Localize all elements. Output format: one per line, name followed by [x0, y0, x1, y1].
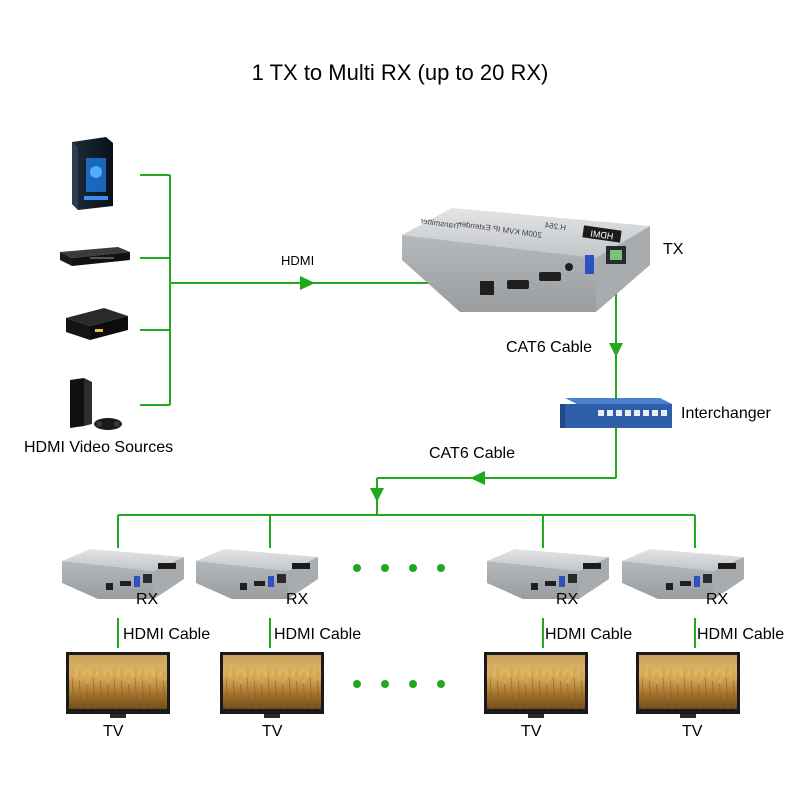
dvd-player-icon [60, 247, 130, 266]
tv-label: TV [682, 723, 703, 740]
tv-icon [220, 652, 324, 718]
hdmi-cable-lines [117, 618, 696, 648]
pc-tower-icon [72, 137, 113, 210]
rx-label: RX [706, 591, 729, 608]
cat6-bottom-arrow-icon [470, 471, 485, 485]
tv-icon [484, 652, 588, 718]
ellipsis-dots-tv [353, 680, 445, 688]
hdmi-label: HDMI [281, 253, 315, 268]
page-title: 1 TX to Multi RX (up to 20 RX) [251, 60, 549, 85]
interchanger-label: Interchanger [681, 405, 771, 422]
transmitter-device: HDMI H.264 200M KVM IP Extender Transmit… [402, 208, 650, 312]
video-sources-label: HDMI Video Sources [24, 439, 174, 456]
hdmi-arrow-icon [300, 276, 315, 290]
tv-label: TV [521, 723, 542, 740]
receiver-device [487, 549, 609, 599]
rx-label: RX [136, 591, 159, 608]
tx-label: TX [663, 241, 684, 258]
hdmi-cable-label: HDMI Cable [545, 626, 633, 643]
receiver-device [622, 549, 744, 599]
hdmi-cable-label: HDMI Cable [697, 626, 785, 643]
rx-label: RX [286, 591, 309, 608]
tv-label: TV [262, 723, 283, 740]
set-top-box-icon [66, 308, 128, 340]
ellipsis-dots-rx [353, 564, 445, 572]
cat6-arrow-icon [609, 343, 623, 357]
tx-codec-label: H.264 [544, 221, 567, 233]
tv-label: TV [103, 723, 124, 740]
hdmi-cable-label: HDMI Cable [123, 626, 211, 643]
tv-icon [636, 652, 740, 718]
tx-hdmi-logo: HDMI [590, 228, 614, 241]
receiver-device [196, 549, 318, 599]
hdmi-cable-label: HDMI Cable [274, 626, 362, 643]
rx-bus-lines [117, 428, 696, 548]
rx-label: RX [556, 591, 579, 608]
tv-icon [66, 652, 170, 718]
cat6-label-bottom: CAT6 Cable [429, 445, 515, 462]
network-switch-icon [560, 398, 672, 428]
receiver-device [62, 549, 184, 599]
bus-down-arrow-icon [370, 488, 384, 502]
cat6-label-top: CAT6 Cable [506, 339, 592, 356]
game-console-icon [70, 378, 122, 430]
